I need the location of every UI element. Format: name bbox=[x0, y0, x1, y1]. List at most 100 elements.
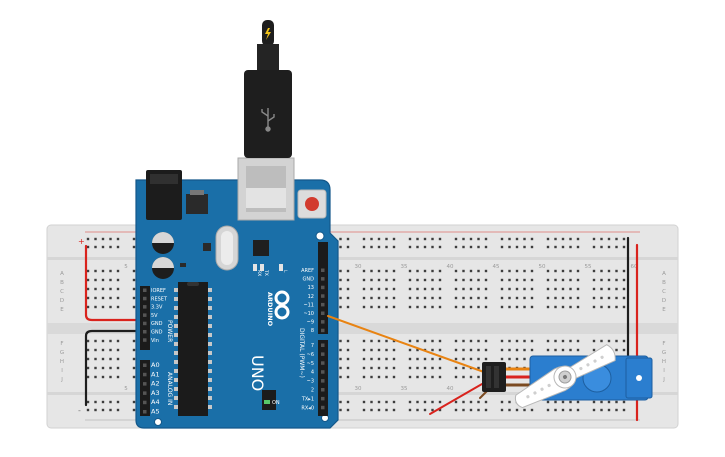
breadboard-hole[interactable] bbox=[116, 278, 120, 282]
breadboard-hole[interactable] bbox=[377, 237, 381, 241]
servo-horn[interactable] bbox=[511, 341, 619, 414]
breadboard-hole[interactable] bbox=[454, 366, 458, 370]
breadboard-hole[interactable] bbox=[94, 278, 97, 282]
breadboard-hole[interactable] bbox=[116, 287, 120, 291]
breadboard-hole[interactable] bbox=[607, 296, 611, 300]
breadboard-hole[interactable] bbox=[431, 357, 434, 361]
breadboard-hole[interactable] bbox=[477, 400, 480, 404]
breadboard-hole[interactable] bbox=[392, 287, 396, 291]
breadboard-hole[interactable] bbox=[600, 400, 603, 404]
breadboard-hole[interactable] bbox=[339, 357, 342, 361]
breadboard-hole[interactable] bbox=[392, 278, 396, 282]
breadboard-hole[interactable] bbox=[101, 287, 105, 291]
breadboard-hole[interactable] bbox=[362, 339, 366, 343]
breadboard-hole[interactable] bbox=[116, 366, 120, 370]
breadboard-hole[interactable] bbox=[116, 237, 120, 241]
breadboard-hole[interactable] bbox=[94, 400, 97, 404]
breadboard-hole[interactable] bbox=[431, 366, 434, 370]
breadboard-hole[interactable] bbox=[346, 278, 350, 282]
breadboard-hole[interactable] bbox=[116, 339, 120, 343]
breadboard-hole[interactable] bbox=[500, 287, 504, 291]
breadboard-hole[interactable] bbox=[607, 278, 611, 282]
breadboard-hole[interactable] bbox=[109, 245, 112, 249]
breadboard-hole[interactable] bbox=[462, 237, 465, 241]
breadboard-hole[interactable] bbox=[408, 269, 412, 273]
breadboard-hole[interactable] bbox=[508, 357, 511, 361]
breadboard-hole[interactable] bbox=[86, 357, 90, 361]
breadboard-hole[interactable] bbox=[477, 237, 480, 241]
breadboard-hole[interactable] bbox=[101, 357, 105, 361]
breadboard-hole[interactable] bbox=[101, 339, 105, 343]
breadboard-hole[interactable] bbox=[561, 339, 565, 343]
header-pin[interactable] bbox=[143, 330, 147, 334]
header-pin[interactable] bbox=[321, 343, 325, 348]
breadboard-hole[interactable] bbox=[346, 339, 350, 343]
breadboard-hole[interactable] bbox=[431, 296, 434, 300]
breadboard-hole[interactable] bbox=[86, 375, 90, 379]
breadboard-hole[interactable] bbox=[462, 357, 465, 361]
breadboard-hole[interactable] bbox=[600, 245, 603, 249]
breadboard-hole[interactable] bbox=[592, 278, 596, 282]
breadboard-hole[interactable] bbox=[132, 357, 136, 361]
breadboard-hole[interactable] bbox=[423, 269, 427, 273]
breadboard-hole[interactable] bbox=[530, 237, 534, 241]
breadboard-hole[interactable] bbox=[523, 287, 526, 291]
breadboard-hole[interactable] bbox=[622, 305, 626, 309]
breadboard-hole[interactable] bbox=[469, 296, 473, 300]
breadboard-hole[interactable] bbox=[94, 408, 97, 412]
breadboard-hole[interactable] bbox=[370, 366, 373, 370]
breadboard-hole[interactable] bbox=[408, 348, 412, 352]
breadboard-hole[interactable] bbox=[569, 269, 572, 273]
breadboard-hole[interactable] bbox=[500, 408, 504, 412]
breadboard-hole[interactable] bbox=[392, 296, 396, 300]
breadboard-hole[interactable] bbox=[392, 348, 396, 352]
breadboard-hole[interactable] bbox=[546, 237, 550, 241]
breadboard-hole[interactable] bbox=[554, 305, 557, 309]
breadboard-hole[interactable] bbox=[346, 287, 350, 291]
header-pin[interactable] bbox=[143, 391, 147, 395]
breadboard-hole[interactable] bbox=[500, 357, 504, 361]
breadboard-hole[interactable] bbox=[454, 287, 458, 291]
breadboard-hole[interactable] bbox=[132, 339, 136, 343]
breadboard-hole[interactable] bbox=[576, 348, 580, 352]
breadboard-hole[interactable] bbox=[132, 348, 136, 352]
breadboard-hole[interactable] bbox=[523, 348, 526, 352]
breadboard-hole[interactable] bbox=[86, 305, 90, 309]
breadboard-hole[interactable] bbox=[423, 305, 427, 309]
breadboard-hole[interactable] bbox=[132, 408, 136, 412]
breadboard-hole[interactable] bbox=[438, 375, 442, 379]
breadboard-hole[interactable] bbox=[615, 278, 618, 282]
header-pin[interactable] bbox=[321, 352, 325, 356]
breadboard-hole[interactable] bbox=[385, 366, 388, 370]
header-pin[interactable] bbox=[321, 277, 325, 281]
breadboard-hole[interactable] bbox=[469, 305, 473, 309]
breadboard-hole[interactable] bbox=[423, 245, 427, 249]
breadboard-hole[interactable] bbox=[454, 296, 458, 300]
breadboard-hole[interactable] bbox=[132, 287, 136, 291]
breadboard-hole[interactable] bbox=[339, 400, 342, 404]
breadboard-hole[interactable] bbox=[392, 339, 396, 343]
breadboard-hole[interactable] bbox=[94, 296, 97, 300]
breadboard-hole[interactable] bbox=[576, 287, 580, 291]
breadboard-hole[interactable] bbox=[515, 357, 519, 361]
breadboard-hole[interactable] bbox=[101, 408, 105, 412]
breadboard-hole[interactable] bbox=[370, 296, 373, 300]
breadboard-hole[interactable] bbox=[462, 348, 465, 352]
breadboard-hole[interactable] bbox=[116, 400, 120, 404]
breadboard-hole[interactable] bbox=[500, 269, 504, 273]
breadboard-hole[interactable] bbox=[600, 339, 603, 343]
breadboard-hole[interactable] bbox=[339, 339, 342, 343]
breadboard-hole[interactable] bbox=[454, 237, 458, 241]
breadboard-hole[interactable] bbox=[423, 237, 427, 241]
header-pin[interactable] bbox=[321, 370, 325, 374]
breadboard-hole[interactable] bbox=[94, 305, 97, 309]
breadboard-hole[interactable] bbox=[592, 296, 596, 300]
breadboard-hole[interactable] bbox=[454, 357, 458, 361]
breadboard-hole[interactable] bbox=[346, 305, 350, 309]
breadboard-hole[interactable] bbox=[416, 269, 419, 273]
breadboard-hole[interactable] bbox=[554, 237, 557, 241]
breadboard-hole[interactable] bbox=[109, 296, 112, 300]
breadboard-hole[interactable] bbox=[600, 296, 603, 300]
breadboard-hole[interactable] bbox=[109, 237, 112, 241]
breadboard-hole[interactable] bbox=[561, 305, 565, 309]
